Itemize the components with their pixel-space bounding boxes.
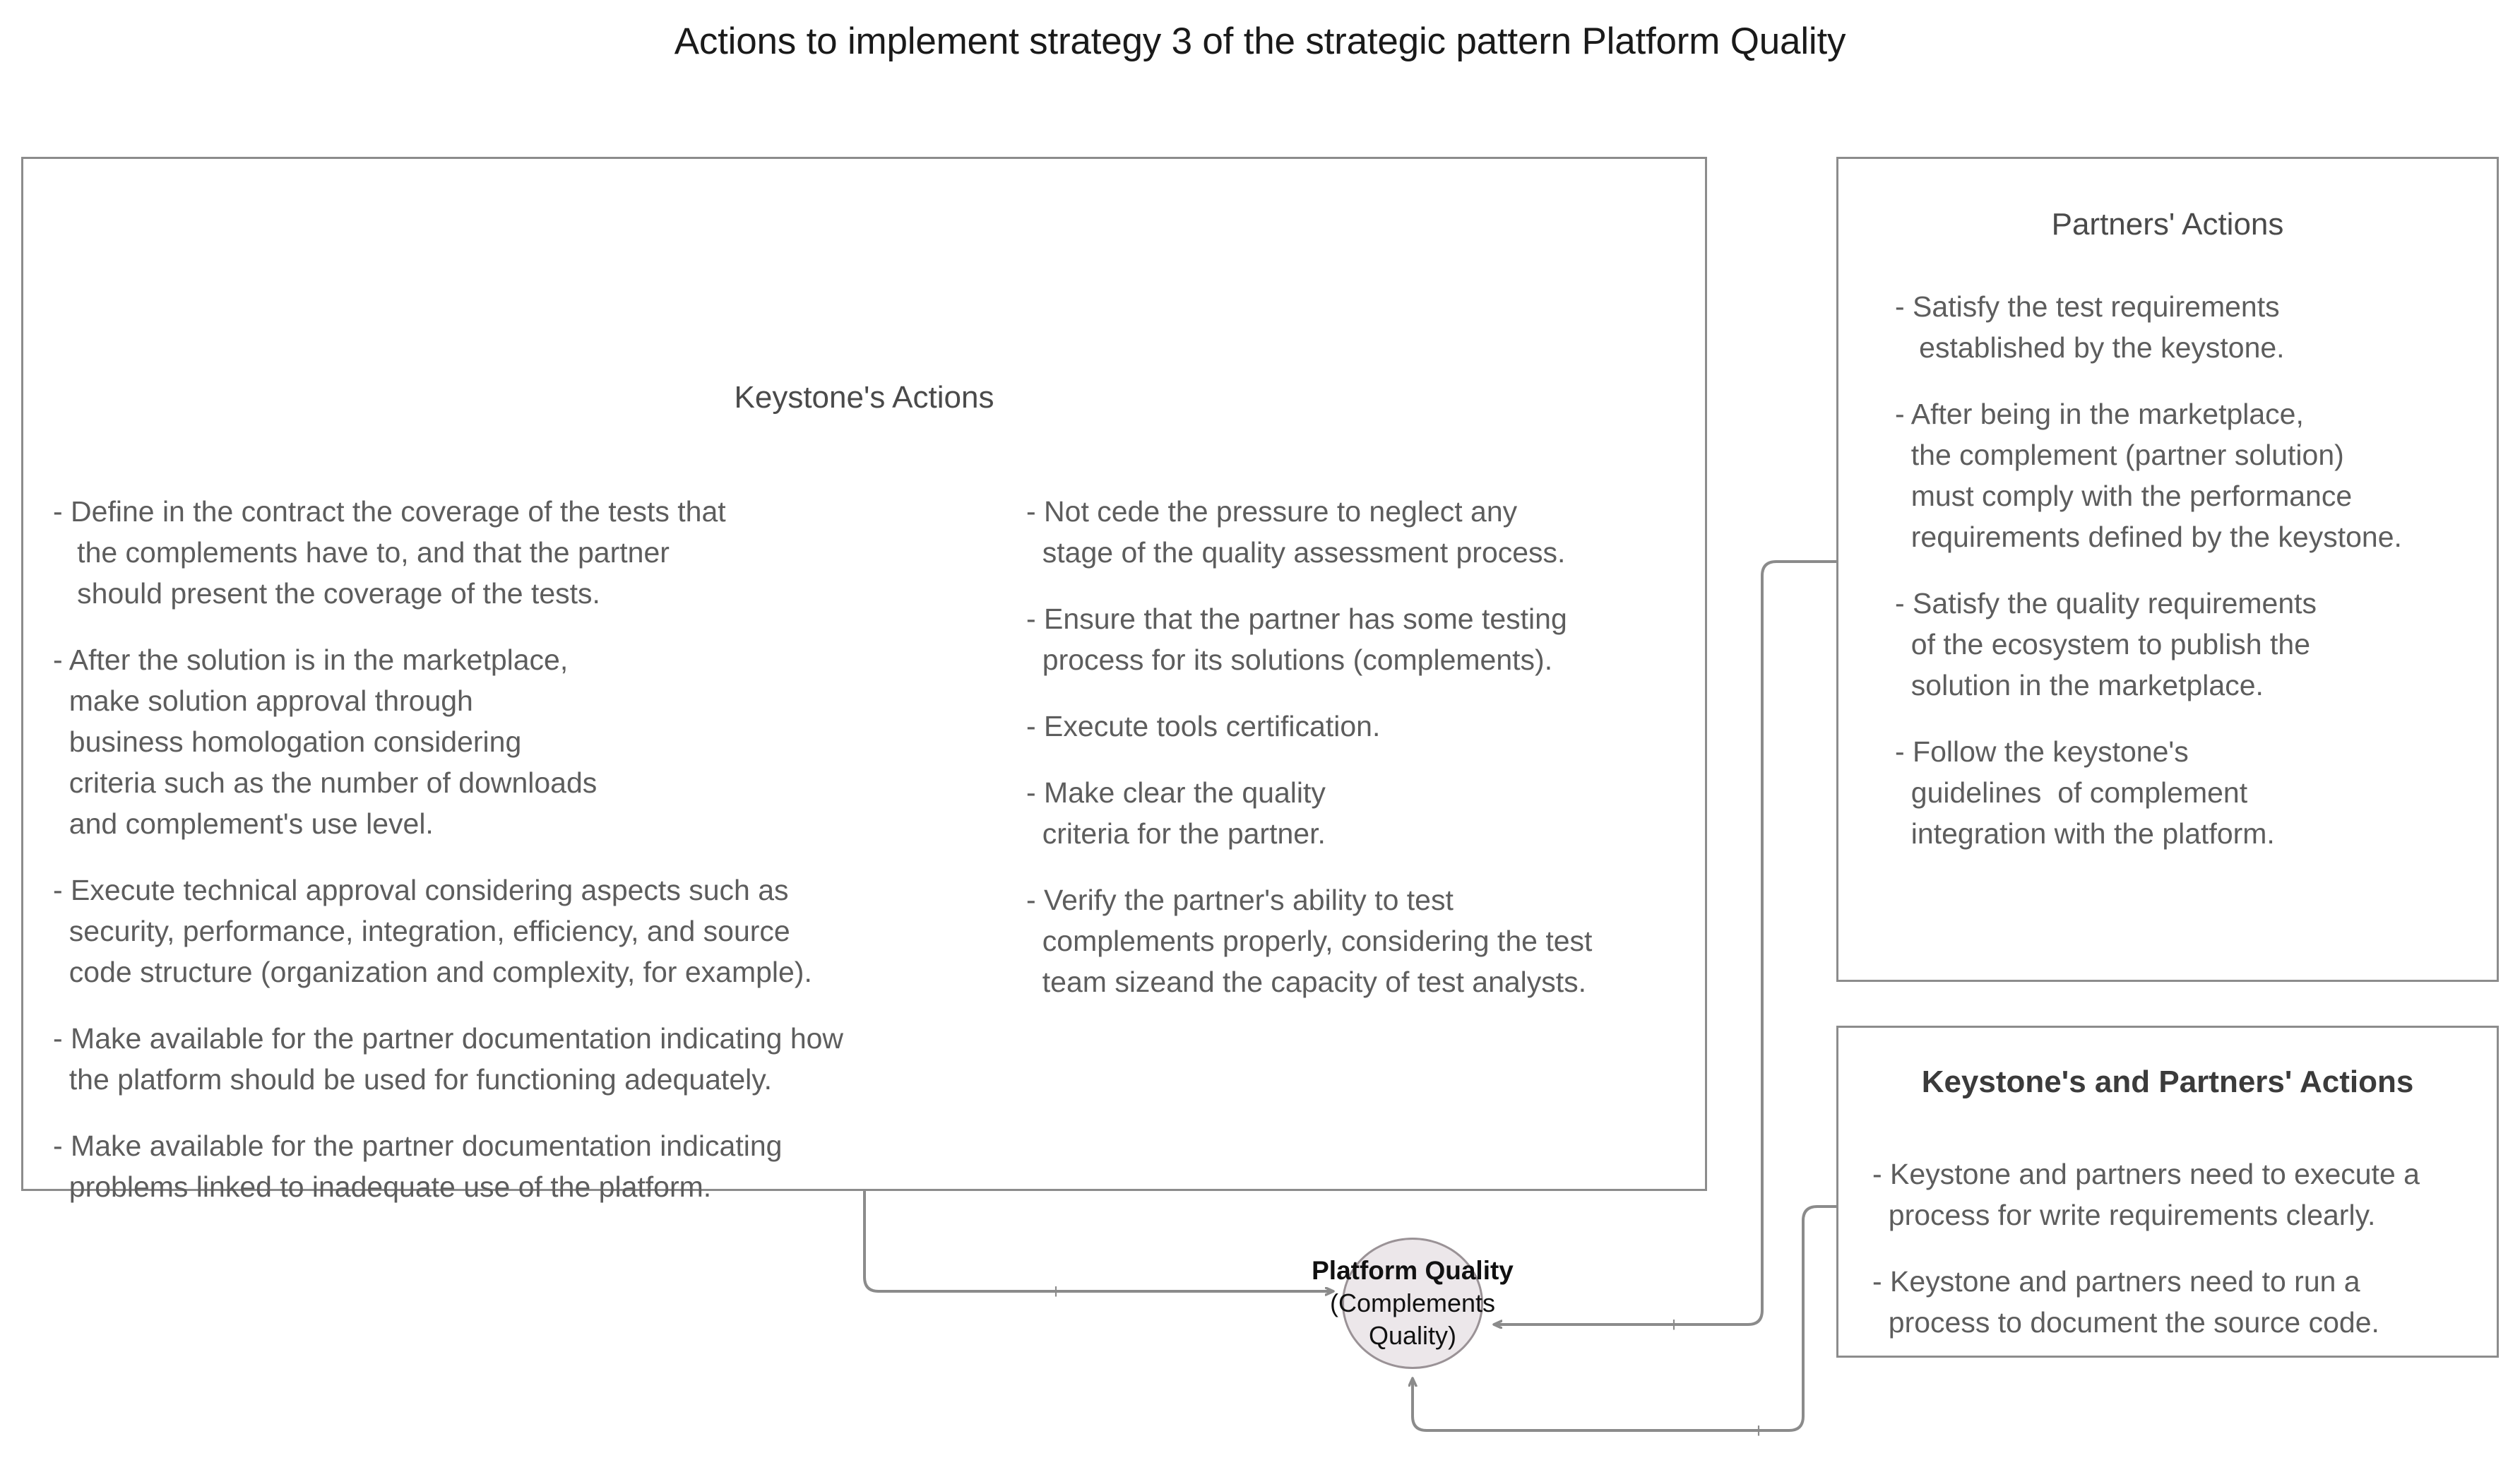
keystone-actions-right-column: - Not cede the pressure to neglect any s…	[1026, 491, 1697, 1002]
list-item: - Execute technical approval considering…	[53, 874, 812, 988]
list-item: - Keystone and partners need to run a pr…	[1872, 1265, 2379, 1339]
platform-quality-node-title: Platform Quality	[1312, 1256, 1514, 1285]
edge-keystone-polarity: +	[1050, 1280, 1062, 1303]
list-item: - After the solution is in the marketpla…	[53, 644, 598, 840]
partners-actions-list: - Satisfy the test requirements establis…	[1895, 286, 2488, 854]
keystone-actions-box: Keystone's Actions - Define in the contr…	[21, 157, 1707, 1203]
platform-quality-node: Platform Quality (Complements Quality)	[1312, 1238, 1514, 1369]
list-item: - Satisfy the quality requirements of th…	[1895, 587, 2317, 701]
list-item: - Not cede the pressure to neglect any s…	[1026, 495, 1566, 569]
list-item: - Follow the keystone's guidelines of co…	[1895, 735, 2275, 850]
keystone-actions-heading: Keystone's Actions	[734, 380, 994, 415]
list-item: - Execute tools certification.	[1026, 710, 1381, 742]
list-item: - Make available for the partner documen…	[53, 1130, 783, 1203]
keystone-actions-left-column: - Define in the contract the coverage of…	[53, 491, 872, 1207]
edge-shared-polarity: +	[1752, 1419, 1765, 1442]
platform-quality-node-subtitle-line2: Quality)	[1368, 1321, 1457, 1350]
partners-actions-heading: Partners' Actions	[2051, 207, 2284, 242]
keystone-and-partners-actions-list: - Keystone and partners need to execute …	[1872, 1154, 2487, 1343]
platform-quality-node-subtitle-line1: (Complements	[1329, 1288, 1496, 1317]
list-item: - Satisfy the test requirements establis…	[1895, 290, 2285, 364]
keystone-and-partners-actions-heading: Keystone's and Partners' Actions	[1921, 1065, 2414, 1099]
partners-actions-box: Partners' Actions - Satisfy the test req…	[1836, 157, 2499, 982]
keystone-and-partners-actions-box: Keystone's and Partners' Actions - Keyst…	[1836, 1026, 2499, 1358]
list-item: - Keystone and partners need to execute …	[1872, 1158, 2420, 1231]
list-item: - Ensure that the partner has some testi…	[1026, 603, 1567, 676]
list-item: - Make clear the quality criteria for th…	[1026, 776, 1326, 850]
edge-keystone-to-node	[863, 1190, 1333, 1291]
edge-partners-polarity: +	[1668, 1313, 1680, 1336]
list-item: - Make available for the partner documen…	[53, 1022, 844, 1096]
page-title: Actions to implement strategy 3 of the s…	[674, 20, 1846, 62]
list-item: - Verify the partner's ability to test c…	[1026, 884, 1593, 998]
list-item: - After being in the marketplace, the co…	[1895, 398, 2402, 553]
list-item: - Define in the contract the coverage of…	[53, 495, 726, 610]
